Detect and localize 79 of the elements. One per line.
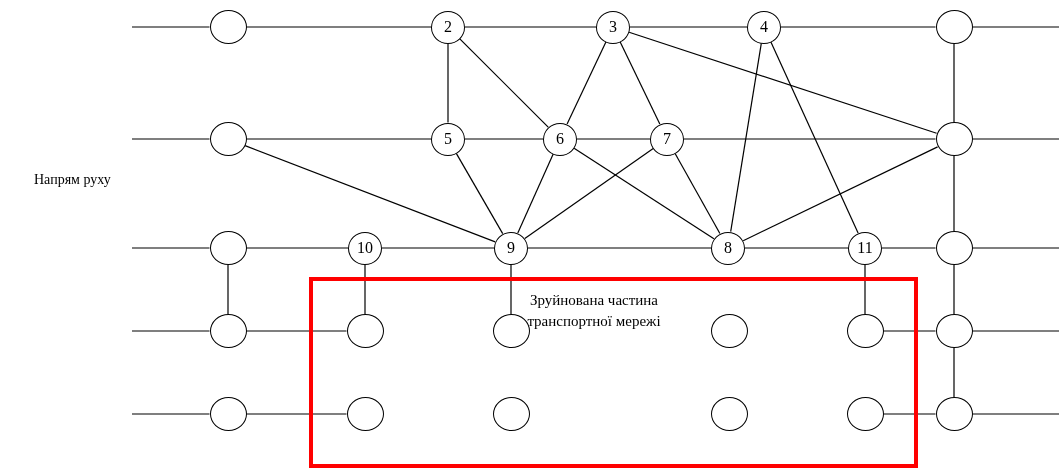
road-line <box>770 41 859 234</box>
junction-circle <box>346 314 384 348</box>
road-line <box>629 26 748 28</box>
road-line <box>524 148 654 239</box>
road-line <box>953 155 955 232</box>
junction-circle: 2 <box>431 10 465 44</box>
road-line <box>674 152 721 235</box>
road-line <box>573 147 715 240</box>
road-line <box>953 347 955 398</box>
damaged-area-frame <box>309 277 918 468</box>
junction-circle: 10 <box>348 231 382 265</box>
junction-circle: 4 <box>747 10 781 44</box>
road-line <box>566 41 607 125</box>
junction-circle <box>935 231 973 265</box>
road-line <box>245 138 432 140</box>
road-line <box>517 153 554 234</box>
road-line <box>455 152 504 235</box>
junction-circle <box>935 314 973 348</box>
junction-circle <box>935 397 973 431</box>
road-line <box>576 138 651 140</box>
road-line <box>527 247 712 249</box>
junction-circle: 5 <box>431 122 465 156</box>
road-line <box>881 247 937 249</box>
area-caption: Зруйнована частина транспортної мережі <box>526 291 662 331</box>
road-line <box>381 247 495 249</box>
junction-circle <box>209 231 247 265</box>
road-line <box>245 413 348 415</box>
road-line <box>245 330 348 332</box>
direction-label: Напрям руху <box>34 172 111 188</box>
junction-circle <box>935 122 973 156</box>
junction-circle <box>710 314 748 348</box>
junction-circle <box>935 10 973 44</box>
road-line <box>131 413 211 415</box>
road-line <box>227 264 229 315</box>
road-line <box>882 413 937 415</box>
junction-circle <box>846 397 884 431</box>
junction-circle: 11 <box>848 231 882 265</box>
junction-circle <box>209 10 247 44</box>
junction-circle <box>209 122 247 156</box>
road-line <box>131 330 211 332</box>
road-line <box>971 330 1059 332</box>
road-line <box>245 26 432 28</box>
road-line <box>730 42 762 233</box>
road-line <box>464 26 597 28</box>
road-line <box>464 138 544 140</box>
road-line <box>364 263 366 315</box>
junction-circle <box>846 314 884 348</box>
road-line <box>864 263 866 315</box>
junction-circle: 6 <box>543 122 577 156</box>
junction-circle <box>492 397 530 431</box>
junction-circle: 7 <box>650 122 684 156</box>
road-line <box>131 26 211 28</box>
road-line <box>619 41 661 125</box>
road-line <box>683 138 937 140</box>
road-line <box>971 247 1059 249</box>
road-line <box>447 42 449 124</box>
road-line <box>971 138 1059 140</box>
road-line <box>971 413 1059 415</box>
junction-circle <box>346 397 384 431</box>
junction-circle <box>710 397 748 431</box>
junction-circle <box>209 314 247 348</box>
road-line <box>628 31 938 134</box>
road-line <box>780 26 937 28</box>
road-line <box>131 247 211 249</box>
road-line <box>953 264 955 315</box>
road-line <box>744 247 849 249</box>
junction-circle: 3 <box>596 10 630 44</box>
road-line <box>882 330 937 332</box>
road-line <box>953 43 955 123</box>
junction-circle <box>209 397 247 431</box>
road-line <box>131 138 211 140</box>
road-line <box>971 26 1059 28</box>
junction-circle: 8 <box>711 231 745 265</box>
road-line <box>510 263 512 315</box>
road-line <box>459 38 549 128</box>
road-line <box>245 247 349 249</box>
road-line <box>742 146 939 242</box>
road-line <box>244 145 496 243</box>
junction-circle: 9 <box>494 231 528 265</box>
